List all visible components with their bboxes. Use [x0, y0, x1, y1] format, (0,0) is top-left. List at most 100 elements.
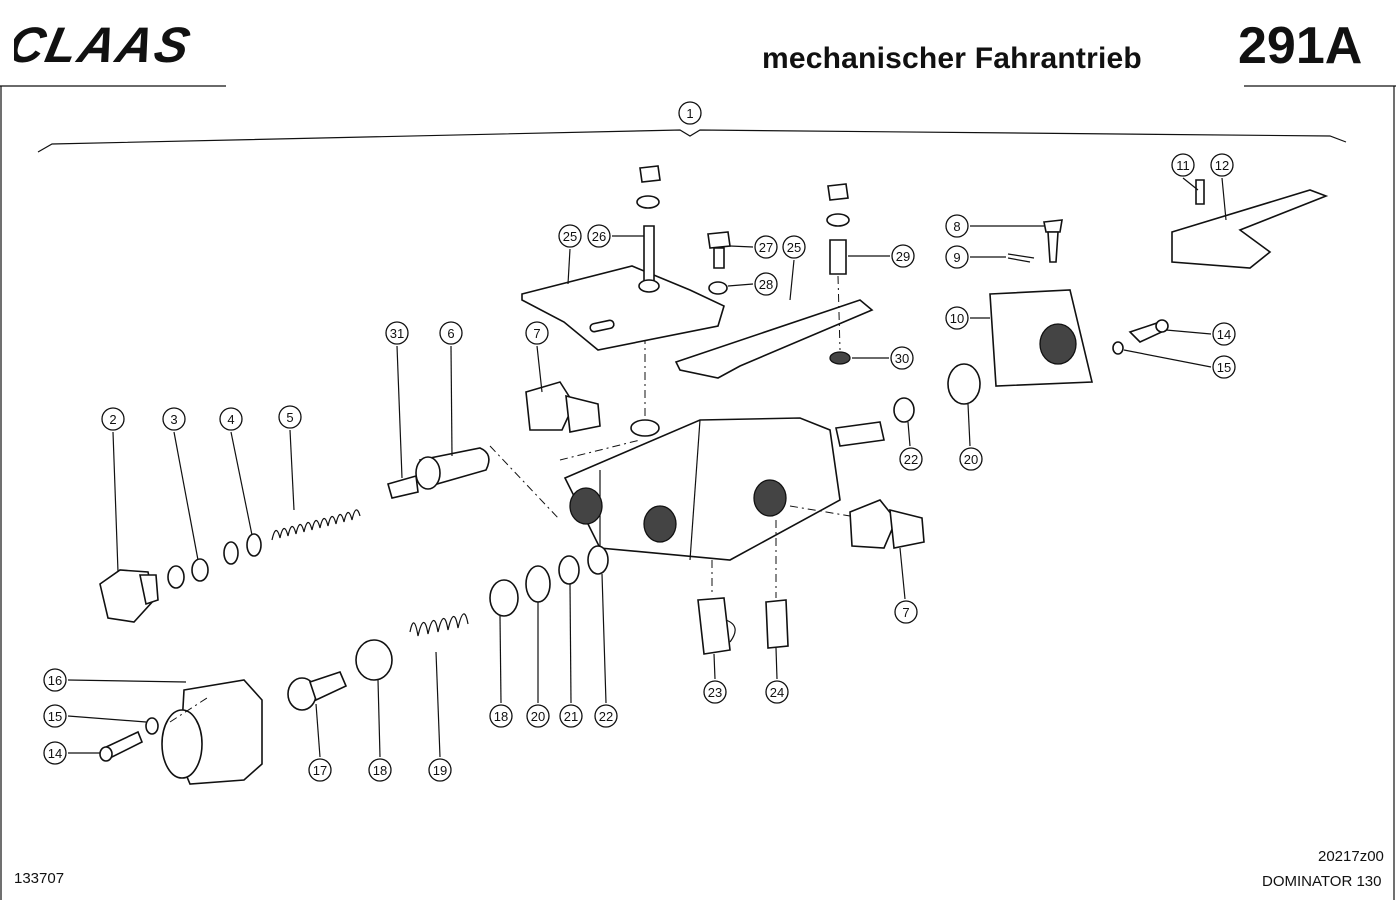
- callout-circle: [308, 758, 332, 782]
- callout-number: 5: [286, 410, 293, 425]
- leader-20-right: [967, 403, 971, 447]
- valve-spool-6: [387, 345, 561, 521]
- valve-block: [559, 300, 885, 561]
- callout-number: 19: [433, 763, 447, 778]
- reference-code: 20217z00: [1318, 848, 1384, 865]
- leader-18-right: [499, 615, 502, 704]
- callout-number: 14: [1217, 327, 1231, 342]
- callout-27: 27: [754, 235, 778, 259]
- seal-ring-22-right: [893, 397, 915, 423]
- callout-number: 26: [592, 229, 606, 244]
- leader-22-right: [907, 421, 911, 447]
- callout-6: 6: [439, 321, 463, 345]
- callout-number: 4: [227, 412, 234, 427]
- callout-circle: [703, 680, 727, 704]
- cotter-pin-9: [970, 253, 1035, 263]
- callout-circle: [587, 224, 611, 248]
- callout-8: 8: [945, 214, 969, 238]
- callout-15: 15: [43, 704, 67, 728]
- seal-ring-22-lower: [587, 545, 609, 575]
- cover-flange-16: [67, 679, 263, 785]
- callout-circle: [890, 346, 914, 370]
- callout-circle: [754, 235, 778, 259]
- callout-number: 20: [531, 709, 545, 724]
- callout-18: 18: [489, 704, 513, 728]
- callout-circle: [1171, 153, 1195, 177]
- callout-16: 16: [43, 668, 67, 692]
- callout-circle: [525, 321, 549, 345]
- fitting-7-lower: [789, 499, 925, 600]
- leader-4: [230, 431, 253, 536]
- spring-5: [271, 429, 361, 541]
- fitting-7-upper: [525, 345, 601, 433]
- ring-4b: [246, 533, 262, 557]
- callout-circle: [428, 758, 452, 782]
- adjust-screw-17: [287, 671, 348, 758]
- callout-25: 25: [558, 224, 582, 248]
- callout-7: 7: [525, 321, 549, 345]
- callout-circle: [43, 668, 67, 692]
- callout-circle: [959, 447, 983, 471]
- callout-5: 5: [278, 405, 302, 429]
- callout-2: 2: [101, 407, 125, 431]
- bracket-25-left: [521, 248, 725, 351]
- callout-number: 8: [953, 219, 960, 234]
- callout-number: 18: [494, 709, 508, 724]
- callout-circle: [765, 680, 789, 704]
- screw-14-lower: [68, 730, 144, 762]
- callout-number: 31: [390, 326, 404, 341]
- callout-14: 14: [1212, 322, 1236, 346]
- callout-number: 15: [1217, 360, 1231, 375]
- washer-3a: [167, 565, 185, 589]
- callout-17: 17: [308, 758, 332, 782]
- callout-number: 14: [48, 746, 62, 761]
- plug-screw: [99, 431, 159, 623]
- callout-circle: [894, 600, 918, 624]
- callout-number: 12: [1215, 158, 1229, 173]
- callout-number: 9: [953, 250, 960, 265]
- assembly-brace: [37, 129, 1347, 153]
- bolt-27: [707, 231, 754, 295]
- callout-circle: [278, 405, 302, 429]
- washer-15-lower: [145, 717, 159, 735]
- callout-number: 3: [170, 412, 177, 427]
- callout-number: 29: [896, 249, 910, 264]
- callout-circle: [162, 407, 186, 431]
- callout-number: 24: [770, 685, 784, 700]
- ring-21: [558, 555, 580, 585]
- fitting-24: [765, 520, 789, 680]
- callout-number: 20: [964, 452, 978, 467]
- callout-number: 15: [48, 709, 62, 724]
- leader-15-lower: [67, 715, 147, 723]
- washer-20-lower: [525, 565, 551, 603]
- page-number: 291A: [1238, 17, 1363, 75]
- callout-number: 6: [447, 326, 454, 341]
- callout-number: 27: [759, 240, 773, 255]
- callout-circle: [1210, 153, 1234, 177]
- callout-3: 3: [162, 407, 186, 431]
- callout-29: 29: [891, 244, 915, 268]
- callout-21: 21: [559, 704, 583, 728]
- bracket-25-right: [674, 259, 874, 379]
- callout-circle: [945, 245, 969, 269]
- callout-number: 22: [904, 452, 918, 467]
- fitting-23: [697, 560, 736, 680]
- callout-14: 14: [43, 741, 67, 765]
- callout-24: 24: [765, 680, 789, 704]
- callout-12: 12: [1210, 153, 1234, 177]
- mounting-plate-10: [970, 289, 1094, 387]
- drawing-number: 133707: [14, 870, 65, 887]
- page-title: mechanischer Fahrantrieb: [762, 42, 1142, 75]
- callout-25: 25: [782, 235, 806, 259]
- callout-circle: [782, 235, 806, 259]
- callout-1: 1: [678, 101, 702, 125]
- bolt-29: [826, 183, 890, 365]
- callout-20: 20: [526, 704, 550, 728]
- callout-number: 18: [373, 763, 387, 778]
- svg-text:CLAAS: CLAAS: [14, 20, 197, 70]
- leader-18-left: [377, 679, 381, 758]
- callout-circle: [891, 244, 915, 268]
- callout-number: 10: [950, 311, 964, 326]
- callout-circle: [101, 407, 125, 431]
